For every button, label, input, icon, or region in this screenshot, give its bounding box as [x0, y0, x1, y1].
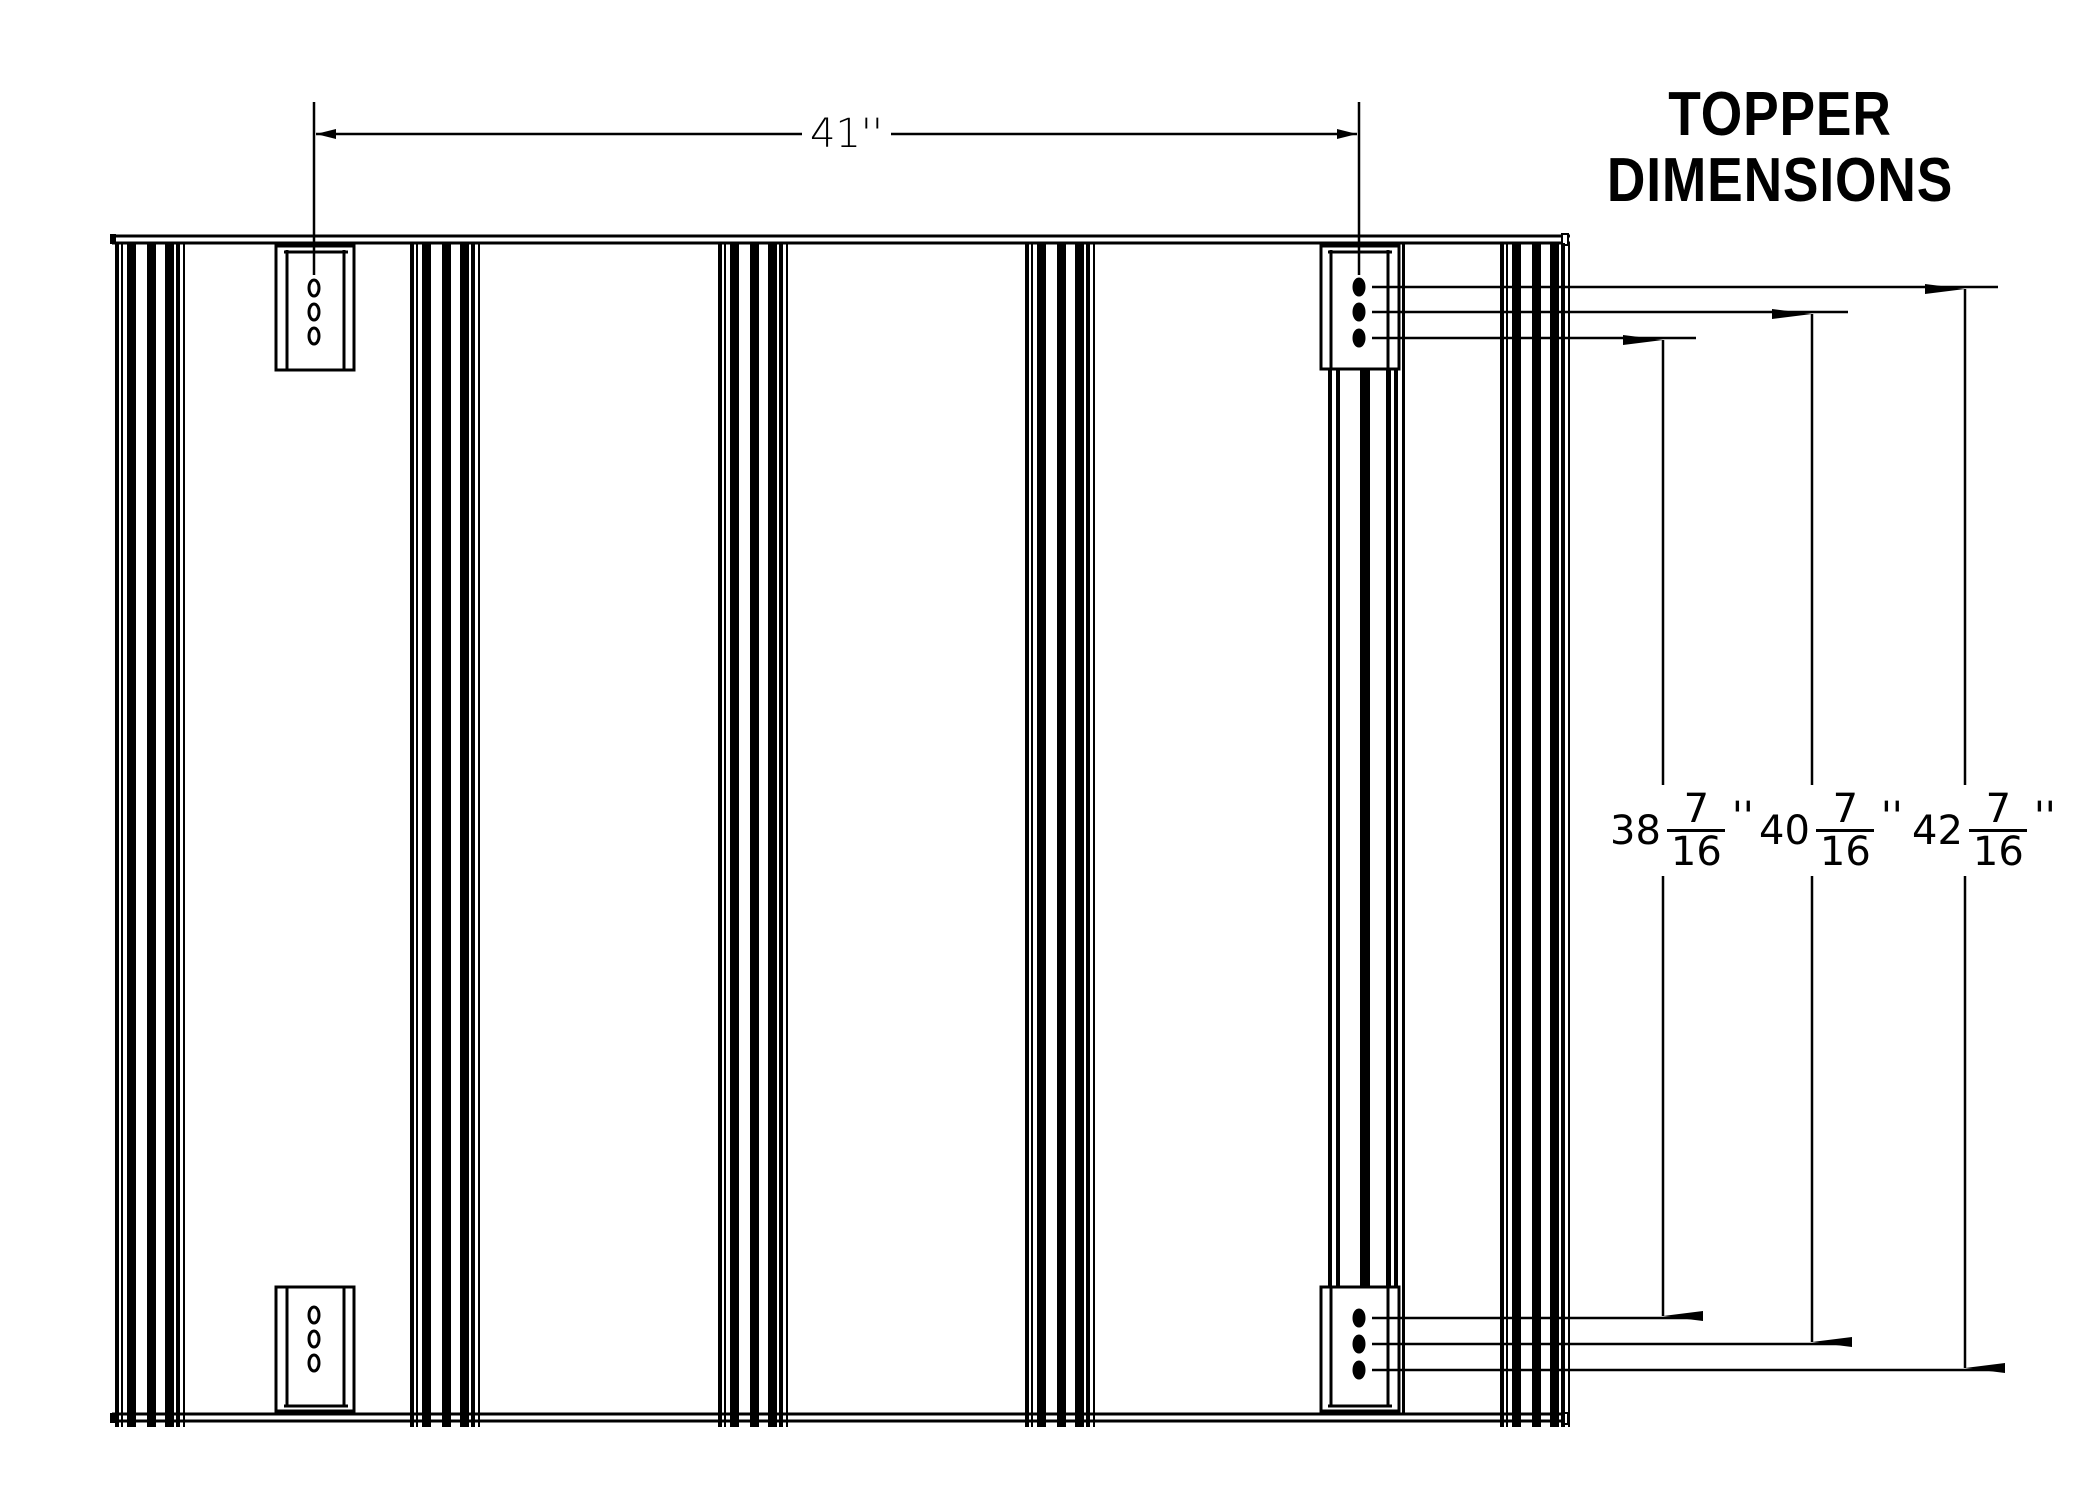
inch-mark: '': [2033, 794, 2056, 840]
bracket-bottom-left: [274, 1285, 356, 1413]
frame-bottom-bar: [110, 1412, 1570, 1425]
inch-mark: '': [1880, 794, 1903, 840]
bracket-bottom-right: [1319, 1285, 1401, 1413]
fraction-numerator: 7: [1683, 786, 1710, 832]
dimension-whole: 42: [1912, 807, 1963, 854]
rail-group-5: [1328, 243, 1405, 1414]
dimension-fraction: 7 16: [1814, 789, 1877, 872]
fraction-bar: [1816, 829, 1875, 832]
fraction-numerator: 7: [1832, 786, 1859, 832]
fraction-denominator: 16: [1670, 829, 1722, 875]
fraction-bar: [1667, 829, 1726, 832]
dimension-fraction: 7 16: [1665, 789, 1728, 872]
fraction-denominator: 16: [1819, 829, 1871, 875]
dimension-fraction: 7 16: [1967, 789, 2030, 872]
horizontal-dimension-label: 41'': [802, 112, 891, 156]
dimension-extension-lines: [1372, 285, 1998, 1372]
vertical-dimension-label-2: 40 7 16 '': [1755, 785, 1907, 876]
fraction-denominator: 16: [1972, 829, 2024, 875]
title-line-1: TOPPER: [1668, 80, 1892, 149]
fraction-bar: [1969, 829, 2028, 832]
vertical-dimension-label-1: 38 7 16 '': [1606, 785, 1758, 876]
dimension-whole: 38: [1610, 807, 1661, 854]
rail-group-4: [1025, 243, 1095, 1427]
drawing-title: TOPPER DIMENSIONS: [1591, 82, 1969, 214]
title-line-2: DIMENSIONS: [1606, 146, 1954, 215]
dimension-whole: 40: [1759, 807, 1810, 854]
frame-top-bar: [110, 233, 1570, 246]
rail-group-6: [1500, 243, 1570, 1427]
fraction-numerator: 7: [1985, 786, 2012, 832]
rail-group-2: [410, 243, 480, 1427]
rail-group-3: [718, 243, 788, 1427]
rail-group-1: [115, 243, 185, 1427]
vertical-dimension-label-3: 42 7 16 '': [1908, 785, 2060, 876]
inch-mark: '': [1731, 794, 1754, 840]
